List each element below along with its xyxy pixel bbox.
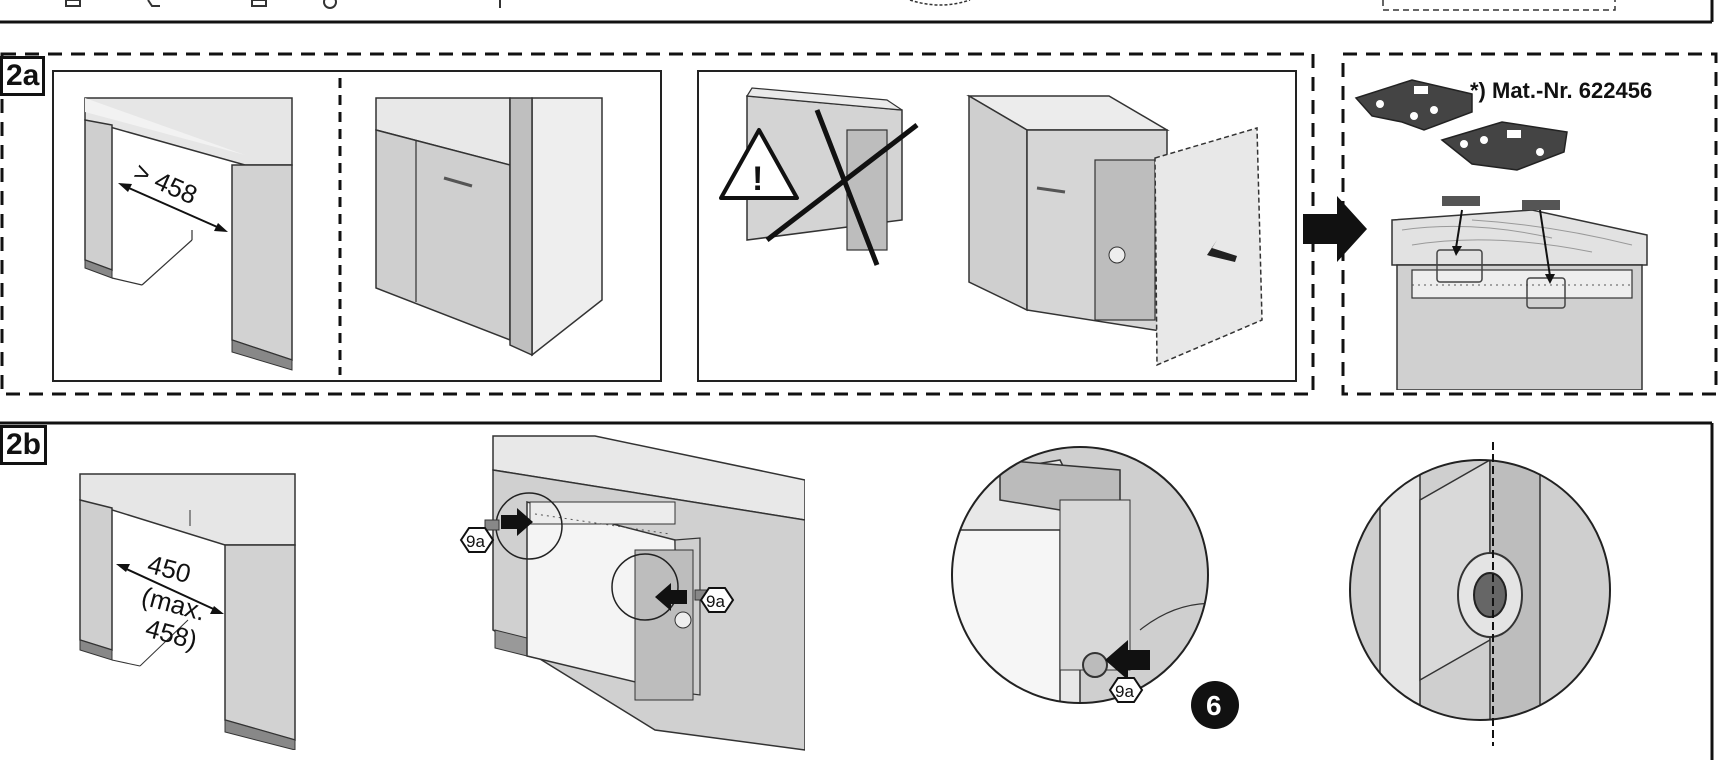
part-tag: 9a	[1115, 682, 1134, 701]
screw-arrow-icon	[655, 583, 687, 611]
alignment-detail-circle	[1349, 442, 1611, 746]
part-tag: 9a	[706, 592, 725, 611]
step-badge	[1191, 681, 1239, 729]
part-tag: 9a	[466, 532, 485, 551]
screw-arrow-icon	[1105, 640, 1150, 680]
screw-detail-circle: 9a 6	[951, 446, 1239, 729]
mounting-bracket	[1440, 121, 1568, 171]
niche-measure-panel: > 458	[52, 70, 662, 382]
warning-icon	[719, 128, 799, 200]
top-strip	[0, 0, 1714, 24]
appliance-insertion: 9a 9a	[459, 435, 805, 751]
section-2a-label: 2a	[0, 56, 46, 96]
next-step-arrow-icon	[1303, 196, 1367, 262]
bracket-parts-panel: *) Mat.-Nr. 622456	[1354, 78, 1652, 390]
svg-text:!: !	[752, 160, 763, 198]
push-arrow-icon	[1207, 240, 1237, 262]
mounting-bracket	[1354, 79, 1473, 131]
section-2b-label: 2b	[0, 425, 48, 465]
step-badge-number: 6	[1206, 690, 1222, 721]
niche-max-measure: 450 (max. 458)	[79, 473, 296, 750]
screw-arrow-icon	[501, 508, 533, 536]
side-panel-install: !	[697, 70, 1297, 382]
part-reference: *) Mat.-Nr. 622456	[1470, 78, 1652, 103]
side-panel	[1154, 127, 1263, 367]
